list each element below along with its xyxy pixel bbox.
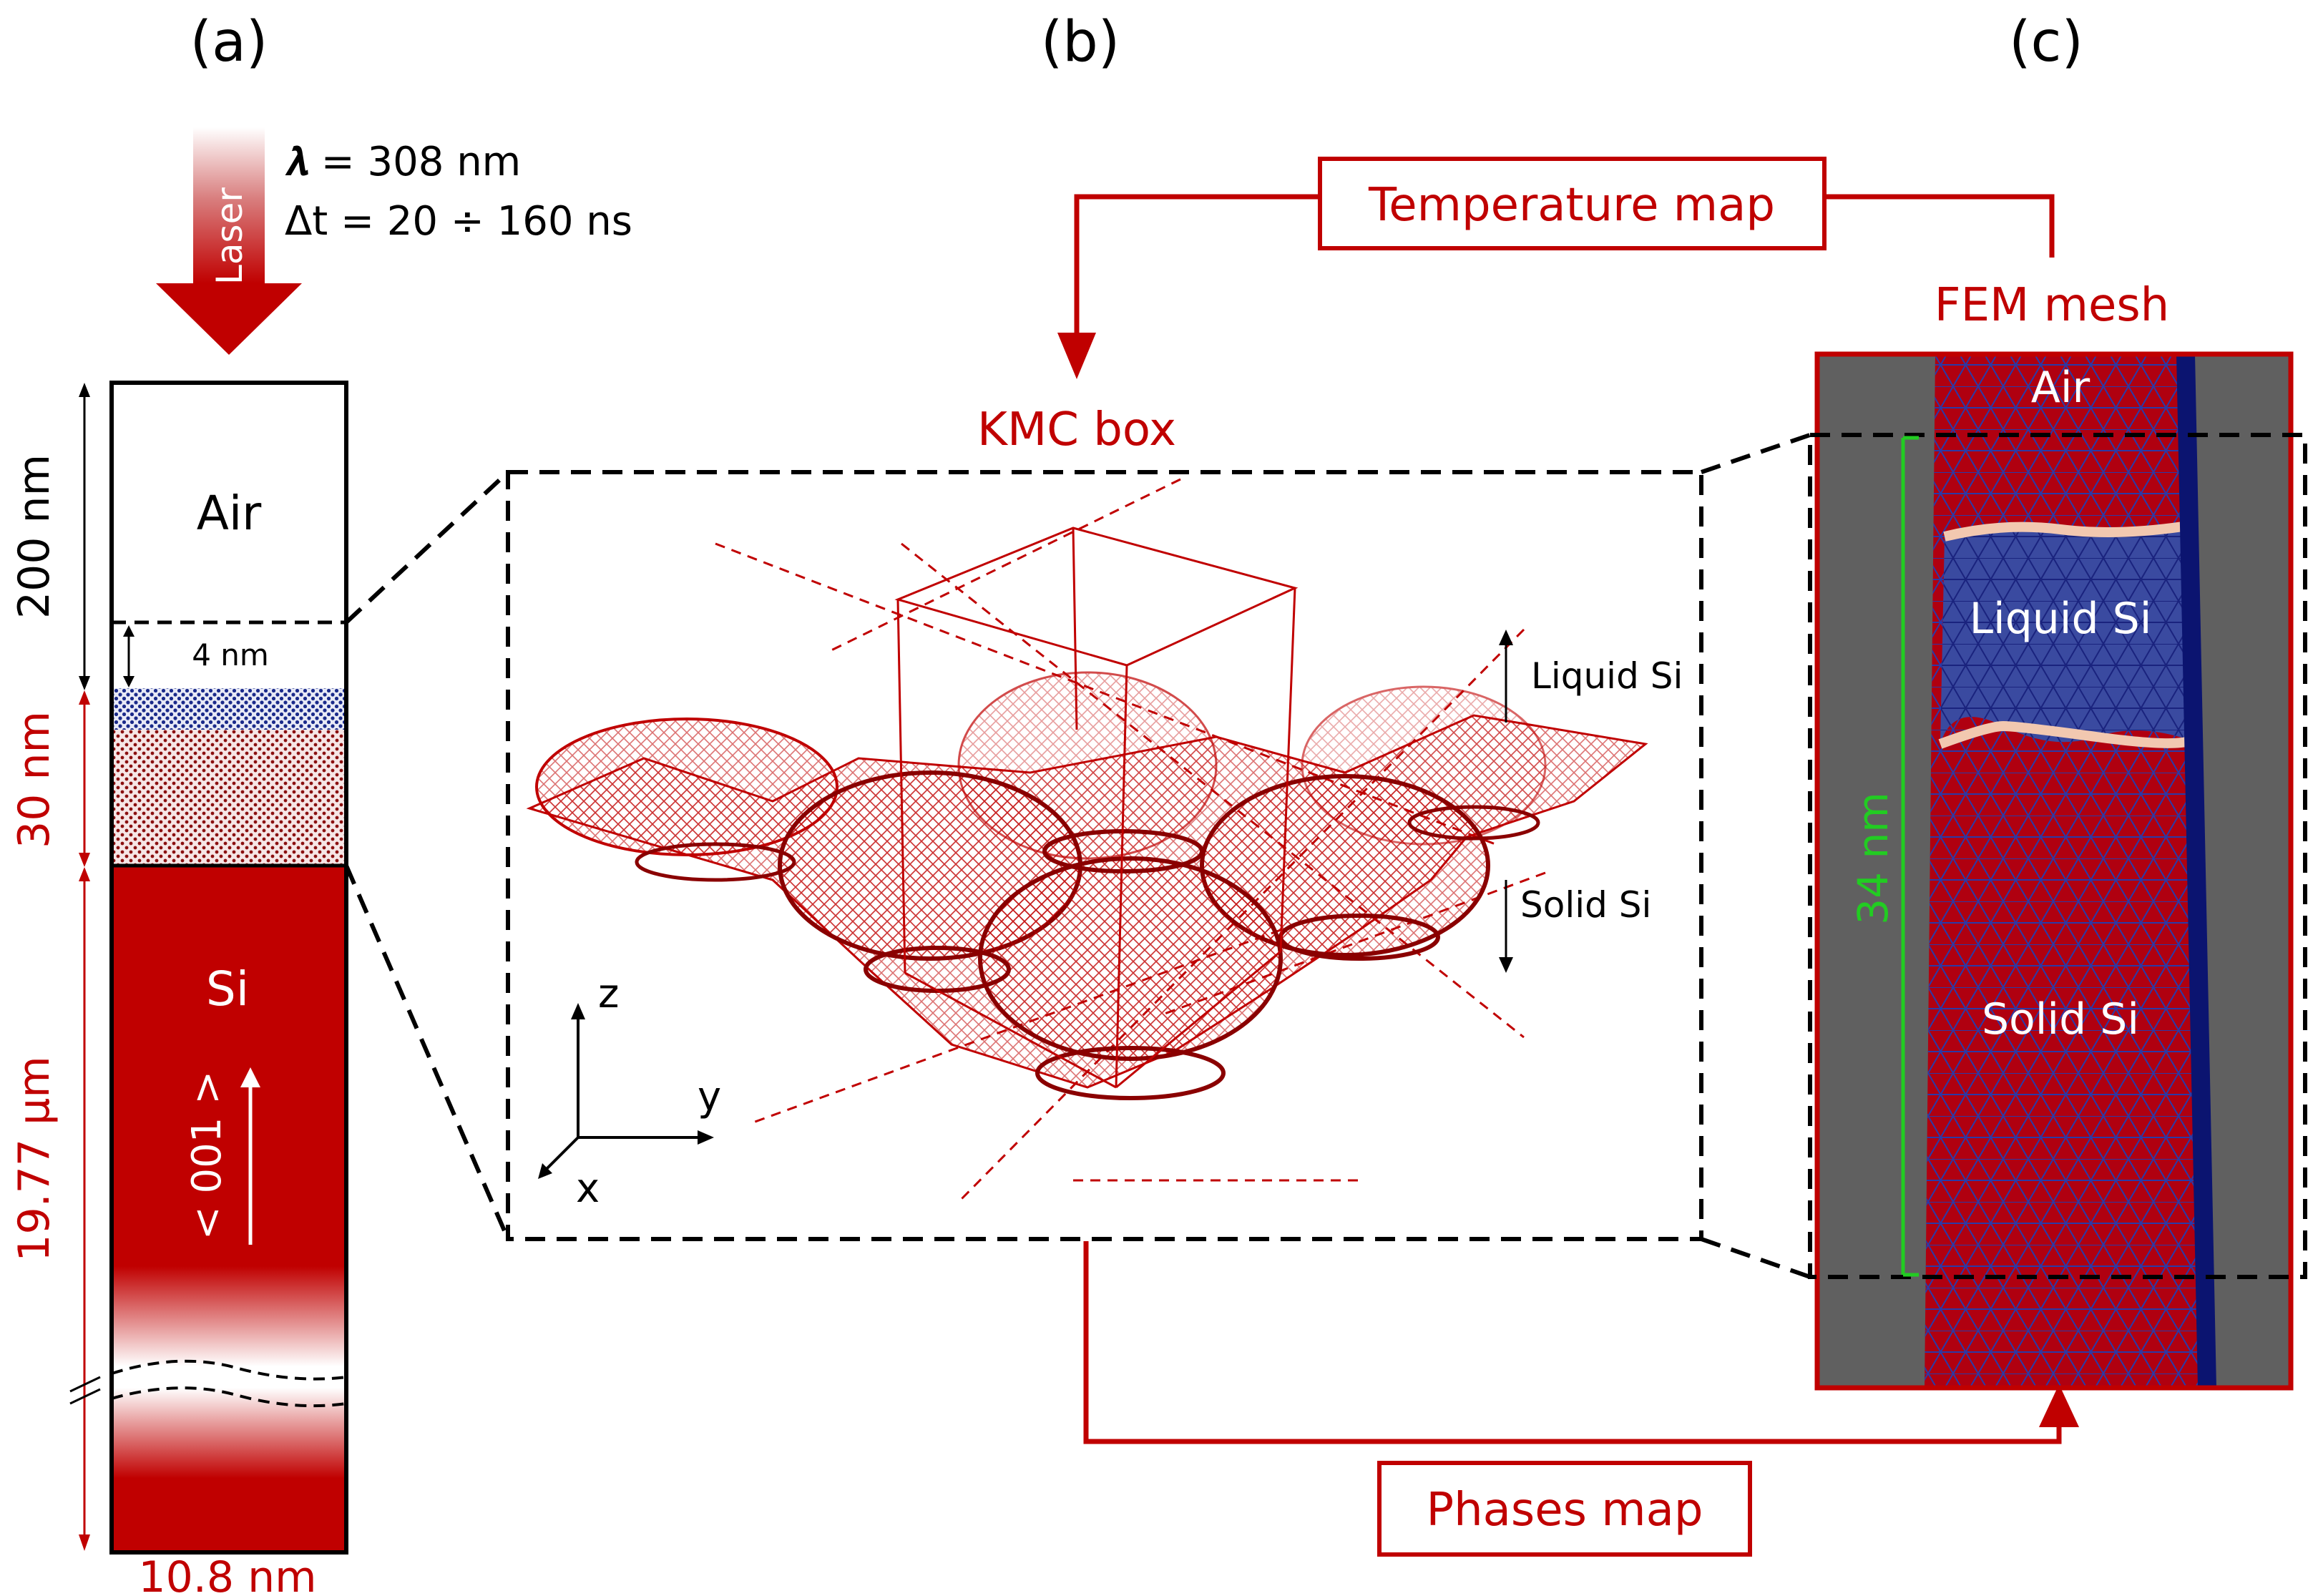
- phases-map-label: Phases map: [1427, 1484, 1703, 1537]
- temperature-map-flow: [1074, 194, 2055, 336]
- dim-bulk: 19.77 μm: [9, 1056, 59, 1261]
- dim-top-layer: 4 nm: [192, 637, 269, 672]
- fem-dimension: [1901, 436, 1919, 1277]
- si-label-a: Si: [206, 961, 249, 1017]
- temperature-map-label: Temperature map: [1368, 179, 1775, 232]
- fem-zoom-frame: [1808, 433, 2307, 1279]
- kmc-solid-label: Solid Si: [1520, 884, 1651, 926]
- si-bottom: [112, 1388, 346, 1552]
- si-fade: [112, 1266, 346, 1366]
- fem-title: FEM mesh: [1935, 279, 2169, 332]
- laser-wavelength: 𝝀 = 308 nm: [285, 139, 521, 185]
- orientation-label: < 001 >: [184, 1071, 230, 1240]
- laser-duration: Δt = 20 ÷ 160 ns: [285, 198, 632, 245]
- phases-map-flow: [1083, 1241, 2062, 1444]
- dimension-lines-a: [69, 383, 101, 1551]
- fem-liquid-label: Liquid Si: [1970, 594, 2152, 644]
- axis-z: z: [598, 971, 619, 1017]
- axis-x: x: [576, 1165, 600, 1212]
- kmc-layer: [112, 730, 346, 866]
- panel-label-c: (c): [2009, 10, 2083, 74]
- liquid-layer: [112, 688, 346, 730]
- fem-dim-label: 34 nm: [1849, 792, 1897, 925]
- dim-kmc: 30 nm: [9, 711, 59, 848]
- air-label-a: Air: [197, 486, 262, 541]
- si-region: [112, 866, 346, 1266]
- laser-arrow: [156, 127, 302, 355]
- dim-width: 10.8 nm: [138, 1552, 316, 1596]
- kmc-surface: [526, 478, 1648, 1203]
- fem-solid-label: Solid Si: [1982, 994, 2139, 1044]
- kmc-title: KMC box: [977, 403, 1176, 456]
- axis-y: y: [698, 1074, 721, 1120]
- kmc-liquid-label: Liquid Si: [1531, 655, 1683, 697]
- panel-label-a: (a): [190, 10, 268, 74]
- kmc-frame: [506, 470, 1703, 1241]
- temperature-map-box: [1318, 157, 1827, 250]
- laser-label: Laser: [209, 187, 250, 285]
- fem-air-label: Air: [2031, 363, 2090, 413]
- air-region: [112, 383, 346, 622]
- sample-column: [109, 381, 348, 1555]
- phases-map-box: [1377, 1461, 1752, 1557]
- coordinate-axes: [544, 1016, 701, 1172]
- dim-air: 200 nm: [9, 454, 59, 619]
- panel-label-b: (b): [1041, 10, 1120, 74]
- fem-mesh: [1814, 351, 2294, 1391]
